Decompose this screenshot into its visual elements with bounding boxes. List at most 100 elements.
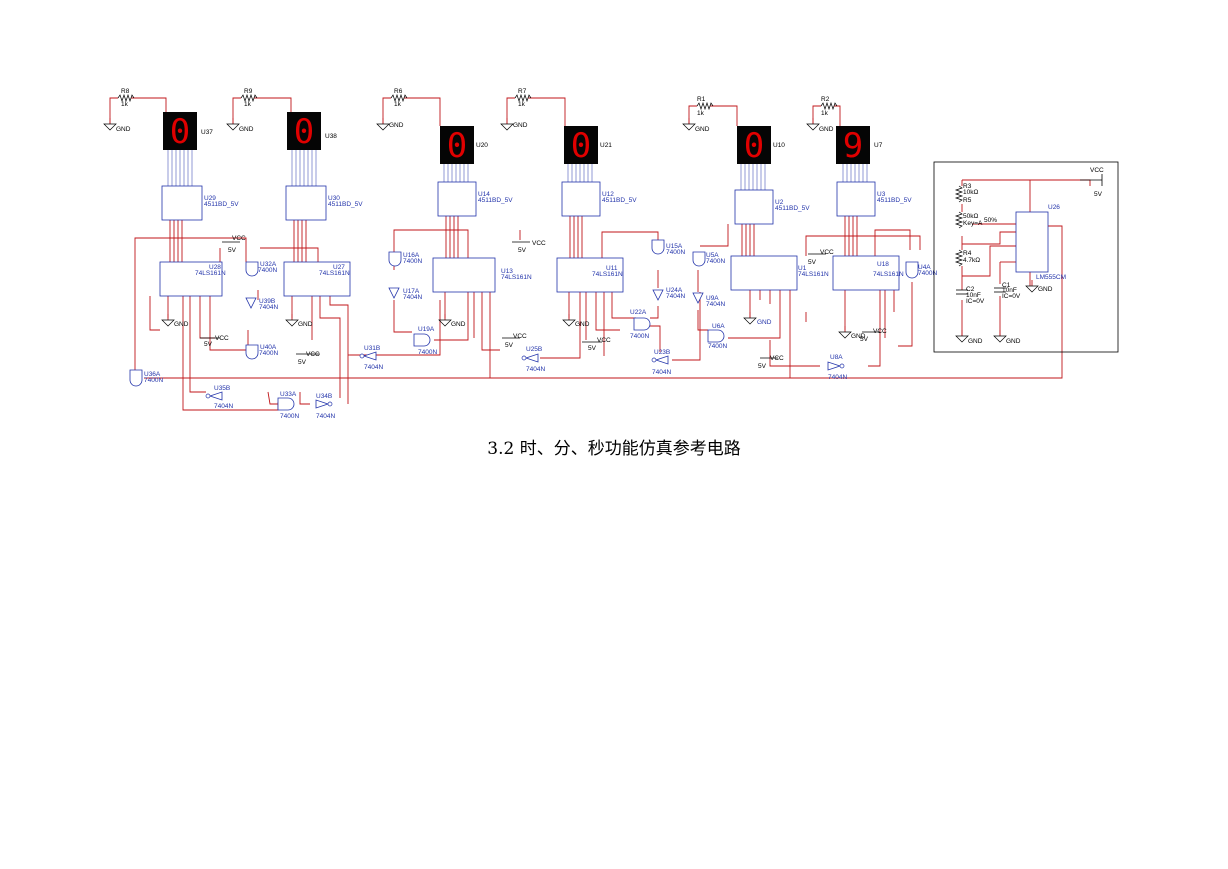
gate-ref: U35B (214, 385, 230, 392)
display-digit: 0 (571, 126, 591, 166)
gnd-label: GND (695, 126, 710, 133)
seven-seg-display-u7: 9 U7 (836, 126, 883, 166)
inverter-u31b: U31B 7404N (359, 345, 383, 371)
decoder-part: 4511BD_5V (775, 205, 810, 212)
counter-part: 74LS161N (873, 271, 904, 278)
decoder-u2: U2 4511BD_5V (734, 189, 810, 225)
gate-part: 7400N (418, 349, 437, 356)
gate-part: 7400N (403, 258, 422, 265)
gate-ref: U22A (630, 309, 647, 316)
nand-gate-u33a: U33A 7400N (277, 391, 299, 420)
r7-value: 1k (518, 101, 526, 108)
vcc-label: VCC (770, 355, 784, 362)
vcc-label: VCC (873, 328, 887, 335)
decoder-part: 4511BD_5V (328, 201, 363, 208)
vcc-label: VCC (532, 240, 546, 247)
counter-u28: U28 74LS161N (159, 261, 226, 297)
c2-ic: IC=0V (966, 298, 985, 305)
display-ref: U21 (600, 142, 612, 149)
decoder-ref: U2 (775, 199, 784, 206)
vcc-symbols: VCC 5V VCC 5V VCC 5V VCC 5V VCC 5V VCC 5… (200, 235, 887, 370)
gate-ref: U34B (316, 393, 332, 400)
volt-label: 5V (505, 342, 514, 349)
inverter-u8a: U8A 7404N (827, 354, 847, 381)
display-digit: 0 (294, 112, 314, 152)
nand-gate-u32a: U32A 7400N (245, 261, 277, 277)
nand-gate-u4a: U4A 7400N (905, 261, 937, 279)
gate-ref: U6A (712, 323, 725, 330)
figure-caption: 3.2 时、分、秒功能仿真参考电路 (487, 439, 741, 459)
gate-ref: U40A (260, 344, 277, 351)
decoder-part: 4511BD_5V (602, 197, 637, 204)
counter-ref: U18 (877, 261, 889, 268)
volt-label: 5V (298, 359, 307, 366)
r8-value: 1k (121, 101, 129, 108)
ground-symbols: GND GND GND GND GND GND GND GND GND GND … (103, 117, 1053, 345)
decoder-ref: U12 (602, 191, 614, 198)
counter-u11: U11 74LS161N (556, 257, 624, 293)
gate-ref: U36A (144, 371, 161, 378)
inverter-u24a: U24A 7404N (652, 287, 685, 301)
display-digit: 9 (843, 126, 863, 166)
r1-value: 1k (697, 110, 705, 117)
gate-part: 7404N (706, 301, 725, 308)
display-ref: U10 (773, 142, 785, 149)
volt-label: 5V (860, 336, 869, 343)
gnd-label: GND (819, 126, 834, 133)
r6-value: 1k (394, 101, 402, 108)
gate-ref: U16A (403, 252, 420, 259)
counter-ref: U13 (501, 268, 513, 275)
r1-label: R1 (697, 96, 706, 103)
decoder-part: 4511BD_5V (204, 201, 239, 208)
gates: U32A 7400N U39B 7404N U40A 7400N U36A 74… (129, 239, 937, 420)
timer-chip (1015, 211, 1049, 273)
inverter-u25b: U25B 7404N (521, 346, 545, 373)
gate-part: 7404N (652, 369, 671, 376)
counter-part: 74LS161N (195, 270, 226, 277)
gate-ref: U15A (666, 243, 683, 250)
gnd-label: GND (968, 338, 983, 345)
display-ref: U37 (201, 129, 213, 136)
decoder-u30: U30 4511BD_5V (285, 185, 363, 221)
volt-label: 5V (588, 345, 597, 352)
decoder-ref: U29 (204, 195, 216, 202)
gnd-label: GND (513, 122, 528, 129)
r5-percent: 50% (984, 217, 997, 224)
timer-part: LM555CM (1036, 274, 1066, 281)
r4-value: 4.7kΩ (963, 257, 980, 264)
timer-ref: U26 (1048, 204, 1060, 211)
seven-seg-display-u38: 0 U38 (287, 112, 337, 152)
display-digit: 0 (170, 112, 190, 152)
volt-label: 5V (228, 247, 237, 254)
inverter-u17a: U17A 7404N (388, 287, 422, 301)
volt-label: 5V (758, 363, 767, 370)
gate-part: 7400N (258, 267, 277, 274)
vcc-label: VCC (820, 249, 834, 256)
gate-part: 7400N (280, 413, 299, 420)
gate-ref: U4A (918, 264, 931, 271)
gate-part: 7404N (403, 294, 422, 301)
nand-gate-u40a: U40A 7400N (245, 344, 278, 360)
inverter-u34b: U34B 7404N (315, 393, 335, 420)
display-ref: U7 (874, 142, 883, 149)
display-digit: 0 (447, 126, 467, 166)
c1-ic: IC=0V (1002, 293, 1021, 300)
r4-label: R4 (963, 250, 972, 257)
gate-ref: U25B (526, 346, 542, 353)
gate-part: 7404N (666, 293, 685, 300)
vcc-label: VCC (306, 351, 320, 358)
c2-label: C2 (966, 286, 975, 293)
gate-part: 7404N (214, 403, 233, 410)
gate-part: 7404N (316, 413, 335, 420)
clock-vcc-label: VCC (1090, 167, 1104, 174)
counter-part: 74LS161N (501, 274, 532, 281)
inverter-u9a: U9A 7404N (692, 292, 725, 308)
gate-ref: U33A (280, 391, 297, 398)
display-ref: U20 (476, 142, 488, 149)
r2-label: R2 (821, 96, 830, 103)
gate-ref: U39B (259, 298, 275, 305)
decoder-u3: U3 4511BD_5V (836, 181, 912, 217)
r5-label: R5 (963, 197, 972, 204)
vcc-label: VCC (232, 235, 246, 242)
gate-ref: U19A (418, 326, 435, 333)
